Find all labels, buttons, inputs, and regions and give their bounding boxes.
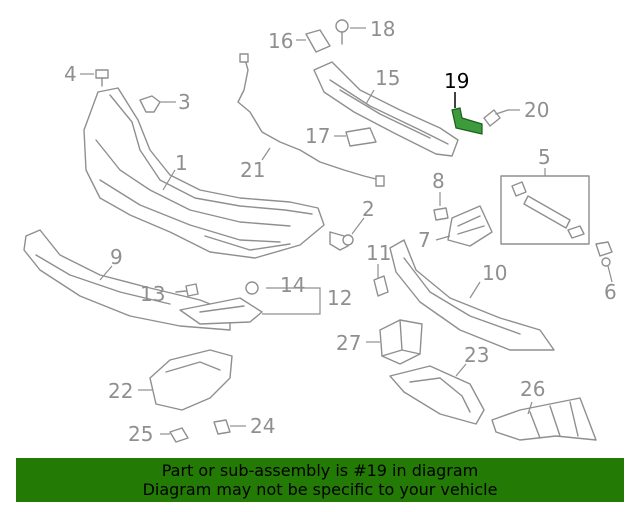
part-17-bracket [345, 127, 377, 147]
part-21-wiring-harness [237, 53, 385, 187]
leader-2 [351, 217, 365, 235]
leader-6 [607, 265, 613, 283]
leader-12 [262, 287, 321, 315]
part-26-air-guide [491, 397, 597, 441]
callout-27: 27 [336, 331, 361, 355]
callout-14: 14 [280, 273, 305, 297]
callout-20: 20 [524, 98, 549, 122]
leader-9 [99, 265, 113, 281]
part-24-nut [213, 419, 231, 435]
callout-1: 1 [175, 151, 188, 175]
callout-11: 11 [366, 241, 391, 265]
parts-diagram: 1 2 3 4 5 6 7 8 [23, 17, 617, 446]
callout-18: 18 [370, 17, 395, 41]
leader-23 [455, 363, 467, 377]
part-22-under-cover [149, 349, 233, 411]
part-2-bolt [329, 231, 354, 251]
part-13-screw [175, 283, 199, 297]
leader-21 [261, 147, 271, 161]
part-16-bracket [305, 29, 331, 53]
part-12-reflector-bracket [179, 297, 263, 325]
part-27-block [379, 319, 423, 365]
part-3-clip [139, 95, 161, 113]
callout-12: 12 [327, 286, 352, 310]
callout-2: 2 [362, 197, 375, 221]
callout-8: 8 [432, 169, 445, 193]
part-14-clip [245, 281, 259, 295]
callout-7: 7 [418, 228, 431, 252]
leader-26 [527, 401, 533, 415]
leader-10 [469, 281, 481, 299]
callout-5: 5 [538, 145, 551, 169]
part-18-screw [335, 19, 349, 45]
callout-3: 3 [178, 90, 191, 114]
part-19-bracket-highlighted [451, 107, 483, 135]
part-6-bolt [595, 241, 613, 267]
callout-19: 19 [444, 69, 469, 93]
callout-24: 24 [250, 414, 275, 438]
part-11-bracket [373, 275, 389, 297]
callout-23: 23 [464, 343, 489, 367]
callout-4: 4 [64, 62, 77, 86]
part-7-bracket [447, 205, 493, 247]
callout-9: 9 [110, 245, 123, 269]
part-1-bumper-cover [83, 87, 325, 259]
callout-17: 17 [305, 124, 330, 148]
leader-15 [365, 89, 375, 105]
callout-10: 10 [482, 261, 507, 285]
leader-7 [435, 235, 451, 241]
callout-6: 6 [604, 280, 617, 304]
part-8-clip [433, 207, 449, 221]
banner-line-2: Diagram may not be specific to your vehi… [142, 480, 498, 499]
part-25-nut [169, 427, 189, 443]
callout-25: 25 [128, 422, 153, 446]
part-4-screw [95, 69, 109, 87]
part-20-bolt [483, 109, 509, 127]
callout-21: 21 [240, 158, 265, 182]
part-5-kit-box [500, 175, 590, 245]
callout-26: 26 [520, 377, 545, 401]
callout-22: 22 [108, 379, 133, 403]
part-10-lower-trim-right [389, 239, 555, 351]
callout-13: 13 [140, 282, 165, 306]
leader-1 [162, 169, 176, 191]
callout-15: 15 [375, 66, 400, 90]
part-15-reinforcement-beam [313, 61, 459, 157]
banner-line-1: Part or sub-assembly is #19 in diagram [161, 461, 479, 480]
part-23-bracket [389, 365, 485, 425]
info-banner: Part or sub-assembly is #19 in diagram D… [16, 458, 624, 502]
callout-16: 16 [268, 29, 293, 53]
